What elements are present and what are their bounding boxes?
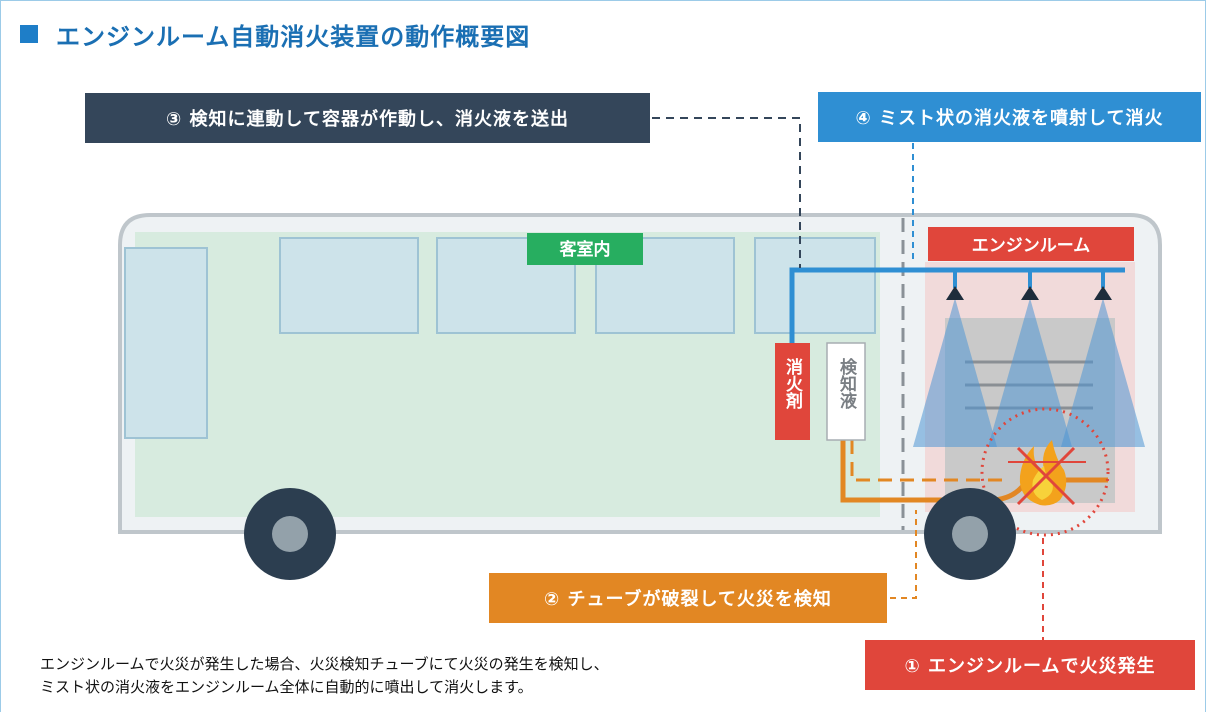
description-line-1: エンジンルームで火災が発生した場合、火災検知チューブにて火災の発生を検知し、	[40, 655, 609, 673]
title-row: エンジンルーム自動消火装置の動作概要図	[20, 18, 531, 51]
nozzle-icon	[946, 286, 964, 300]
engine-room-label: エンジンルーム	[972, 236, 1091, 256]
detection-tube-ruptured	[850, 440, 1010, 482]
mist-spray	[1061, 298, 1145, 447]
rear-wheel	[244, 488, 336, 580]
nozzle-icon	[1021, 286, 1039, 300]
extinguishant-label: 消火剤	[782, 357, 804, 410]
description-line-2: ミスト状の消火液をエンジンルーム全体に自動的に噴出して消火します。	[40, 678, 533, 696]
window	[279, 237, 419, 334]
extinguishant-tank	[775, 343, 810, 440]
callout-step1: ① エンジンルームで火災発生	[865, 640, 1195, 690]
window	[436, 237, 576, 334]
window	[754, 237, 876, 334]
cabin-label-bg	[527, 233, 643, 265]
front-wheel	[924, 488, 1016, 580]
extinguishant-pipe	[789, 267, 1125, 345]
callout-step2: ② チューブが破裂して火災を検知	[489, 573, 887, 623]
nozzle-icon	[1094, 286, 1112, 300]
callout-step4: ④ ミスト状の消火液を噴射して消火	[818, 92, 1201, 142]
front-door-window	[124, 247, 208, 439]
callout-step3: ③ 検知に連動して容器が作動し、消火液を送出	[85, 93, 650, 143]
cabin-label: 客室内	[559, 239, 611, 260]
connector-step2	[890, 510, 917, 599]
fire-zone-circle	[980, 407, 1110, 537]
mist-spray	[913, 298, 997, 447]
description: エンジンルームで火災が発生した場合、火災検知チューブにて火災の発生を検知し、 ミ…	[40, 653, 609, 699]
detection-fluid-label: 検知液	[836, 357, 858, 410]
connector-step3	[652, 117, 801, 268]
title-square-icon	[20, 25, 38, 43]
detection-fluid-container	[826, 342, 866, 441]
engine-room-label-bg	[928, 227, 1134, 261]
page-title: エンジンルーム自動消火装置の動作概要図	[56, 22, 531, 51]
